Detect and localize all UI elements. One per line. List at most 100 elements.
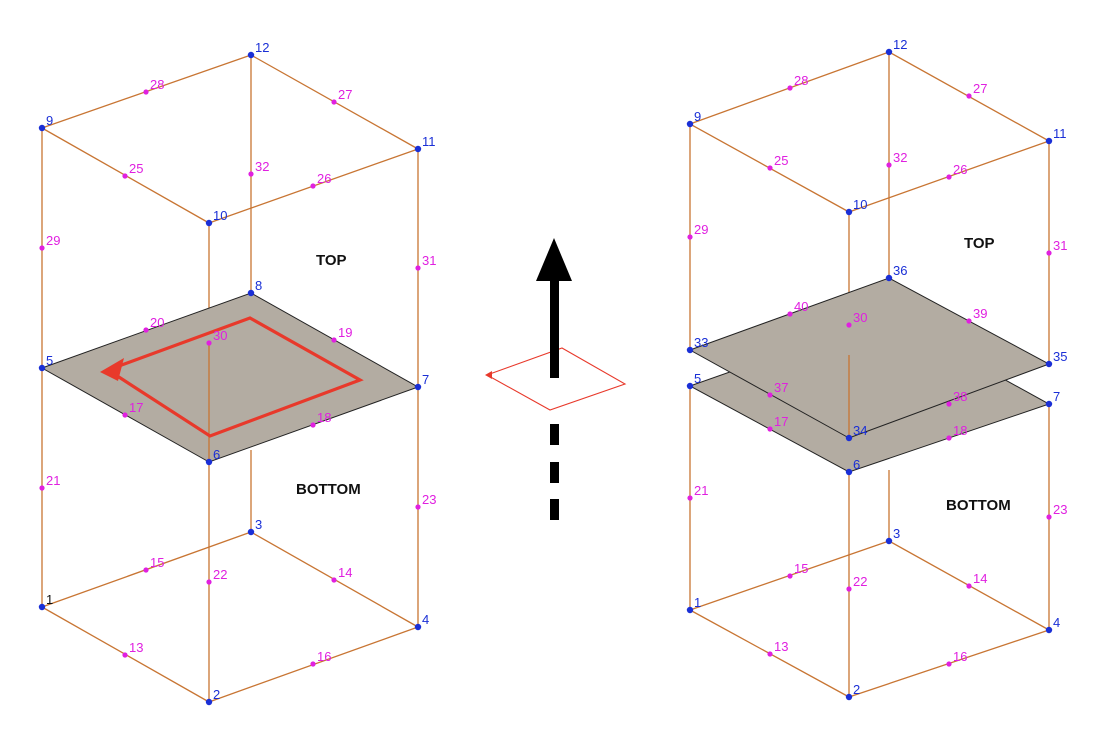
node-32-label: 32 (893, 150, 907, 165)
node-31-dot (415, 265, 421, 271)
node-39-dot (966, 318, 972, 324)
node-17-label: 17 (774, 414, 788, 429)
node-16-label: 16 (317, 649, 331, 664)
left-model: 1234567891011121314151617181920212223252… (38, 40, 436, 706)
node-3-label: 3 (255, 517, 262, 532)
node-33-dot (686, 346, 694, 354)
node-14-label: 14 (973, 571, 987, 586)
node-19-dot (331, 337, 337, 343)
node-2-label: 2 (213, 687, 220, 702)
node-14-dot (966, 583, 972, 589)
bottom-label: BOTTOM (296, 481, 361, 498)
node-18-dot (310, 422, 316, 428)
node-32-dot (248, 171, 254, 177)
node-5-dot (686, 382, 694, 390)
node-27-label: 27 (973, 81, 987, 96)
node-22-label: 22 (213, 567, 227, 582)
node-16-label: 16 (953, 649, 967, 664)
dash (550, 424, 559, 445)
node-7-dot (414, 383, 422, 391)
node-13-label: 13 (129, 640, 143, 655)
node-11-dot (1045, 137, 1053, 145)
node-11-label: 11 (1053, 126, 1067, 141)
node-7-dot (1045, 400, 1053, 408)
node-10-dot (205, 219, 213, 227)
node-28-dot (143, 89, 149, 95)
bottom-label: BOTTOM (946, 497, 1011, 514)
node-14-label: 14 (338, 565, 352, 580)
node-8-dot (247, 289, 255, 297)
left-nodes: 1234567891011121314151617181920212223252… (38, 40, 436, 706)
up-arrow-icon (536, 238, 572, 281)
node-23-label: 23 (1053, 502, 1067, 517)
dash (550, 462, 559, 483)
node-28-label: 28 (794, 73, 808, 88)
node-6-label: 6 (853, 457, 860, 472)
node-16-dot (946, 661, 952, 667)
node-18-label: 18 (317, 410, 331, 425)
node-20-label: 20 (150, 315, 164, 330)
node-11-dot (414, 145, 422, 153)
separation-indicator (485, 238, 627, 520)
red-arrowhead-icon (100, 358, 124, 381)
node-28-label: 28 (150, 77, 164, 92)
node-5-label: 5 (694, 371, 701, 386)
node-40-dot (787, 311, 793, 317)
node-22-dot (846, 586, 852, 592)
top-label: TOP (964, 235, 995, 252)
node-27-dot (331, 99, 337, 105)
node-18-dot (946, 435, 952, 441)
node-9-label: 9 (694, 109, 701, 124)
left-loop-annotation (100, 316, 364, 438)
node-33-label: 33 (694, 335, 708, 350)
node-35-dot (1045, 360, 1053, 368)
node-21-label: 21 (46, 473, 60, 488)
node-9-label: 9 (46, 113, 53, 128)
node-37-dot (767, 392, 773, 398)
node-25-label: 25 (129, 161, 143, 176)
node-4-dot (414, 623, 422, 631)
node-1-dot (686, 606, 694, 614)
node-9-dot (686, 120, 694, 128)
node-21-dot (687, 495, 693, 501)
node-12-dot (885, 48, 893, 56)
node-32-label: 32 (255, 159, 269, 174)
node-36-dot (885, 274, 893, 282)
node-16-dot (310, 661, 316, 667)
node-14-dot (331, 577, 337, 583)
node-40-label: 40 (794, 299, 808, 314)
node-19-label: 19 (338, 325, 352, 340)
node-1-label: 1 (46, 592, 53, 607)
node-26-dot (310, 183, 316, 189)
node-27-dot (966, 93, 972, 99)
node-31-label: 31 (1053, 238, 1067, 253)
node-6-label: 6 (213, 447, 220, 462)
node-2-dot (845, 693, 853, 701)
node-15-dot (787, 573, 793, 579)
node-36-label: 36 (893, 263, 907, 278)
node-6-dot (205, 458, 213, 466)
node-12-label: 12 (893, 37, 907, 52)
node-4-dot (1045, 626, 1053, 634)
small-face-arrowhead-icon (485, 371, 492, 379)
node-38-label: 38 (953, 389, 967, 404)
node-10-label: 10 (853, 197, 867, 212)
node-17-dot (767, 426, 773, 432)
node-32-dot (886, 162, 892, 168)
node-10-dot (845, 208, 853, 216)
node-2-dot (205, 698, 213, 706)
node-30-dot (206, 340, 212, 346)
node-37-label: 37 (774, 380, 788, 395)
up-arrow-shaft (550, 280, 559, 378)
node-17-label: 17 (129, 400, 143, 415)
node-30-label: 30 (213, 328, 227, 343)
node-26-label: 26 (953, 162, 967, 177)
top-label: TOP (316, 252, 347, 269)
node-29-label: 29 (46, 233, 60, 248)
node-9-dot (38, 124, 46, 132)
node-29-dot (687, 234, 693, 240)
node-13-dot (122, 652, 128, 658)
node-31-dot (1046, 250, 1052, 256)
node-34-label: 34 (853, 423, 867, 438)
